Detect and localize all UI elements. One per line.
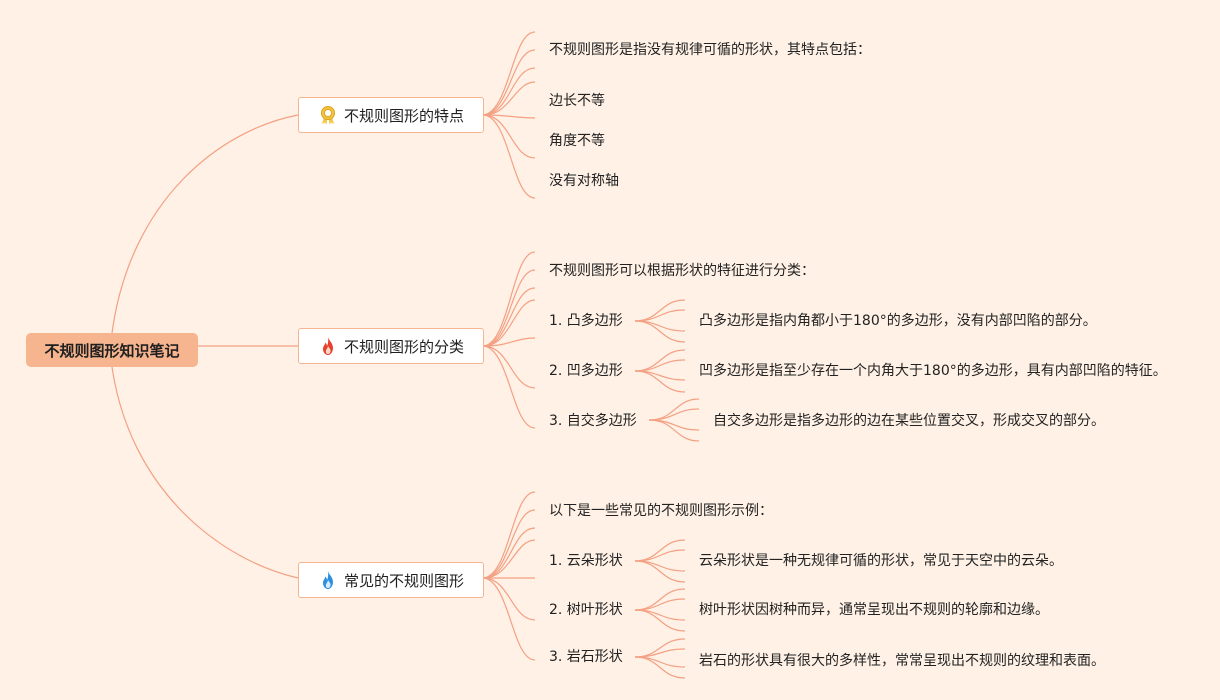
connector-topic-2-child-6 [483, 345, 536, 389]
award-ribbon-icon [318, 105, 338, 125]
detail-convex-polygon[interactable]: 凸多边形是指内角都小于180°的多边形，没有内部凹陷的部分。 [699, 313, 1097, 329]
connector-topic-2-child-4 [483, 299, 536, 347]
connector-topic-1-child-4 [483, 81, 536, 116]
connector-topic-3-child-6 [483, 577, 536, 621]
connector-topic-3-child-2 [483, 509, 536, 579]
detail-self-intersecting-polygon[interactable]: 自交多边形是指多边形的边在某些位置交叉，形成交叉的部分。 [713, 413, 1105, 429]
connector-concave-detail-4 [634, 370, 686, 393]
detail-rock-shape[interactable]: 岩石的形状具有很大的多样性，常常呈现出不规则的纹理和表面。 [699, 653, 1105, 669]
connector-leaf-detail-2 [634, 598, 686, 611]
connector-convex-detail-2 [634, 309, 686, 322]
connector-topic-1-child-5 [483, 114, 536, 119]
fire-red-icon [318, 336, 338, 356]
leaf-intro-characteristics[interactable]: 不规则图形是指没有规律可循的形状，其特点包括： [549, 42, 871, 58]
connector-topic-3-child-7 [483, 577, 536, 661]
connector-rock-detail-4 [634, 656, 686, 679]
topic-label: 不规则图形的特点 [343, 106, 464, 125]
fire-blue-icon [318, 570, 338, 590]
leaf-intro-common-shapes[interactable]: 以下是一些常见的不规则图形示例： [549, 503, 773, 519]
connector-root-topic-1 [111, 114, 299, 334]
connector-topic-1-child-3 [483, 67, 536, 116]
topic-node-characteristics[interactable]: 不规则图形的特点 [298, 97, 484, 133]
detail-leaf-shape[interactable]: 树叶形状因树种而异，通常呈现出不规则的轮廓和边缘。 [699, 602, 1049, 618]
connector-topic-3-child-4 [483, 539, 536, 579]
connector-topic-1-child-7 [483, 114, 536, 199]
connector-selfcross-detail-4 [648, 419, 700, 442]
topic-label: 常见的不规则图形 [343, 571, 464, 590]
root-label: 不规则图形知识笔记 [44, 341, 180, 360]
connector-topic-1-child-6 [483, 114, 536, 159]
leaf-unequal-angles[interactable]: 角度不等 [549, 133, 605, 149]
topic-node-classification[interactable]: 不规则图形的分类 [298, 328, 484, 364]
connector-selfcross-detail-3 [648, 419, 700, 431]
leaf-intro-classification[interactable]: 不规则图形可以根据形状的特征进行分类： [549, 263, 815, 279]
topic-label: 不规则图形的分类 [343, 337, 464, 356]
detail-concave-polygon[interactable]: 凹多边形是指至少存在一个内角大于180°的多边形，具有内部凹陷的特征。 [699, 363, 1167, 379]
leaf-concave-polygon[interactable]: 2. 凹多边形 [549, 363, 623, 379]
leaf-cloud-shape[interactable]: 1. 云朵形状 [549, 553, 623, 569]
connector-rock-detail-3 [634, 656, 686, 668]
detail-cloud-shape[interactable]: 云朵形状是一种无规律可循的形状，常见于天空中的云朵。 [699, 553, 1063, 569]
leaf-unequal-sides[interactable]: 边长不等 [549, 93, 605, 109]
root-node[interactable]: 不规则图形知识笔记 [26, 333, 198, 367]
connector-concave-detail-2 [634, 359, 686, 372]
connector-root-topic-3 [111, 366, 299, 579]
connector-leaf-detail-3 [634, 609, 686, 621]
connector-leaf-detail-4 [634, 609, 686, 632]
connector-topic-2-child-2 [483, 269, 536, 347]
connector-topic-3-child-1 [483, 491, 536, 579]
leaf-no-symmetry-axis[interactable]: 没有对称轴 [549, 173, 619, 189]
connector-rock-detail-1 [634, 638, 686, 658]
connector-topic-2-child-1 [483, 251, 536, 347]
connector-convex-detail-3 [634, 320, 686, 332]
leaf-self-intersecting-polygon[interactable]: 3. 自交多边形 [549, 413, 637, 429]
connector-topic-2-child-7 [483, 345, 536, 429]
connector-topic-2-child-5 [483, 337, 536, 347]
connector-cloud-detail-4 [634, 560, 686, 583]
leaf-leaf-shape[interactable]: 2. 树叶形状 [549, 602, 623, 618]
connector-topic-2-child-3 [483, 287, 536, 347]
connector-convex-detail-4 [634, 320, 686, 343]
leaf-rock-shape[interactable]: 3. 岩石形状 [549, 649, 623, 665]
connector-topic-1-child-1 [483, 31, 536, 116]
connector-cloud-detail-3 [634, 560, 686, 572]
leaf-convex-polygon[interactable]: 1. 凸多边形 [549, 313, 623, 329]
connector-cloud-detail-2 [634, 549, 686, 562]
connector-topic-1-child-2 [483, 49, 536, 116]
topic-node-common-shapes[interactable]: 常见的不规则图形 [298, 562, 484, 598]
